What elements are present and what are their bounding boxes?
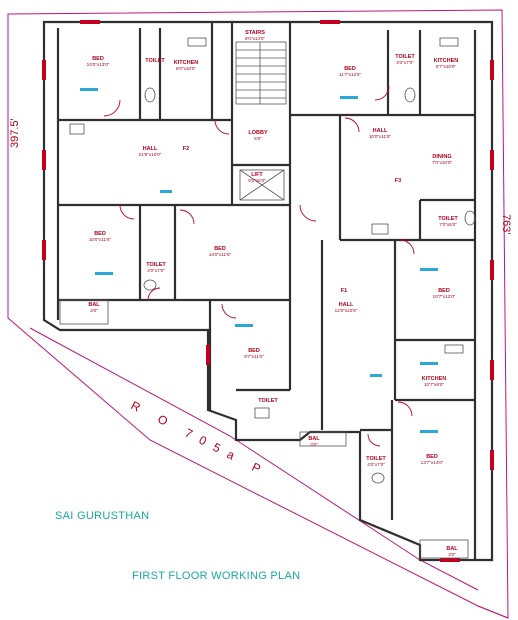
room-dimension: 12'0"x22'6" xyxy=(335,308,358,313)
door-swings xyxy=(103,85,415,447)
room-label: HALL xyxy=(339,302,354,308)
room-label: BAL xyxy=(308,436,320,442)
room-label: DINING xyxy=(432,154,451,160)
room-dimension: 21'8"x10'0" xyxy=(139,152,162,157)
room-dimension: 11'7"x12'6" xyxy=(339,72,362,77)
room-dimension: 10'7"x12'0" xyxy=(433,294,456,299)
room-label: BED xyxy=(214,246,226,252)
room-dimension: 3'0" xyxy=(310,442,318,447)
balcony-center xyxy=(299,431,347,447)
room-label: HALL xyxy=(373,128,388,134)
toilet-fixtures xyxy=(69,37,476,484)
balcony-right xyxy=(419,539,469,559)
dim-right: 763' xyxy=(500,214,512,234)
room-dimension: 5'0" xyxy=(254,136,262,141)
room-label: KITCHEN xyxy=(434,58,458,64)
room-dimension: 4'0"x7'0" xyxy=(367,462,385,467)
balcony-left xyxy=(59,299,109,325)
room-dimension: 8'0"x10'0" xyxy=(176,66,196,71)
internal-walls xyxy=(56,22,477,560)
room-label: KITCHEN xyxy=(422,376,446,382)
room-label: TOILET xyxy=(145,58,165,64)
lift-shaft xyxy=(239,169,285,201)
project-name: SAI GURUSTHAN xyxy=(55,510,150,522)
room-dimension: 7'0"x5'0" xyxy=(439,222,457,227)
room-label: F2 xyxy=(183,146,189,152)
room-label: HALL xyxy=(143,146,158,152)
room-label: TOILET xyxy=(146,262,166,268)
stair-treads xyxy=(235,41,287,105)
room-dimension: 13'7"x14'0" xyxy=(421,460,444,465)
room-label: KITCHEN xyxy=(174,60,198,66)
room-label: BED xyxy=(438,288,450,294)
room-dimension: 10'0"x11'8" xyxy=(369,134,392,139)
room-label: LOBBY xyxy=(248,130,268,136)
room-dimension: 3'0" xyxy=(90,308,98,313)
room-dimension: 8'0"x14'0" xyxy=(245,36,265,41)
room-label: BED xyxy=(426,454,438,460)
room-label: STAIRS xyxy=(245,30,265,36)
room-label: LIFT xyxy=(251,172,263,178)
annotation-marks xyxy=(80,88,438,433)
room-dimension: 10'0"x13'0" xyxy=(87,62,110,67)
room-dimension: 8'7"x10'0" xyxy=(436,64,456,69)
room-label: TOILET xyxy=(438,216,458,222)
room-dimension: 6'0"x6'0" xyxy=(248,178,266,183)
room-label: TOILET xyxy=(395,54,415,60)
building-outline xyxy=(42,20,494,562)
room-label: TOILET xyxy=(366,456,386,462)
room-label: BED xyxy=(344,66,356,72)
site-boundary xyxy=(7,9,509,619)
room-label: TOILET xyxy=(258,398,278,404)
room-dimension: 14'0"x11'6" xyxy=(209,252,232,257)
site-corner xyxy=(477,605,509,619)
room-label: BED xyxy=(94,231,106,237)
room-dimension: 10'0"x11'6" xyxy=(89,237,112,242)
room-label: F1 xyxy=(341,288,347,294)
room-label: BAL xyxy=(88,302,100,308)
room-dimension: 3'0" xyxy=(448,552,456,557)
room-dimension: 10'7"x8'0" xyxy=(424,382,444,387)
room-dimension: 9'7"x11'0" xyxy=(244,354,264,359)
windows xyxy=(42,20,494,562)
dim-left: 397.5' xyxy=(9,118,21,148)
road-edge xyxy=(29,327,479,591)
plan-title: FIRST FLOOR WORKING PLAN xyxy=(132,570,301,582)
room-label: BED xyxy=(92,56,104,62)
room-dimension: 4'0"x7'0" xyxy=(396,60,414,65)
room-label: F3 xyxy=(395,178,401,184)
room-label: BAL xyxy=(446,546,458,552)
room-label: BED xyxy=(248,348,260,354)
room-dimension: 4'0"x7'0" xyxy=(147,268,165,273)
room-dimension: 7'0"x10'0" xyxy=(432,160,452,165)
